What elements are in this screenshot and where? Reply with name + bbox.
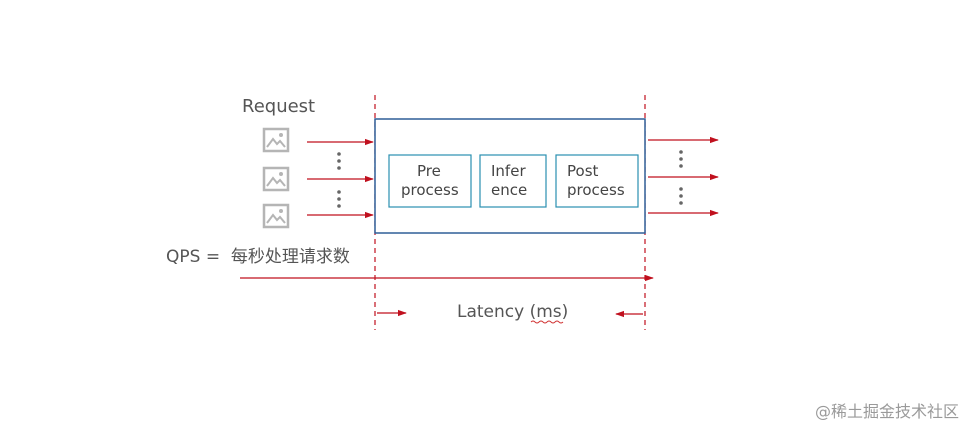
stage-postprocess: Post process [555, 154, 639, 208]
stage-label: process [567, 181, 625, 199]
watermark: @稀土掘金技术社区 [814, 402, 959, 421]
request-label: Request [242, 96, 315, 117]
image-icon [262, 166, 290, 192]
stage-label: ence [491, 181, 527, 199]
stage-inference: Infer ence [479, 154, 547, 208]
latency-label: Latency (ms) [457, 302, 568, 322]
stage-label: process [401, 181, 459, 199]
output-ellipsis [679, 150, 683, 205]
image-icon [262, 127, 290, 153]
stage-preprocess: Pre process [388, 154, 472, 208]
input-ellipsis [337, 152, 341, 208]
qps-label: QPS = 每秒处理请求数 [166, 247, 350, 267]
stage-label: Pre [417, 162, 441, 180]
stage-label: Infer [491, 162, 526, 180]
stage-label: Post [567, 162, 599, 180]
serving-frame [374, 118, 646, 234]
image-icon [262, 203, 290, 229]
spellcheck-underline [530, 320, 564, 324]
